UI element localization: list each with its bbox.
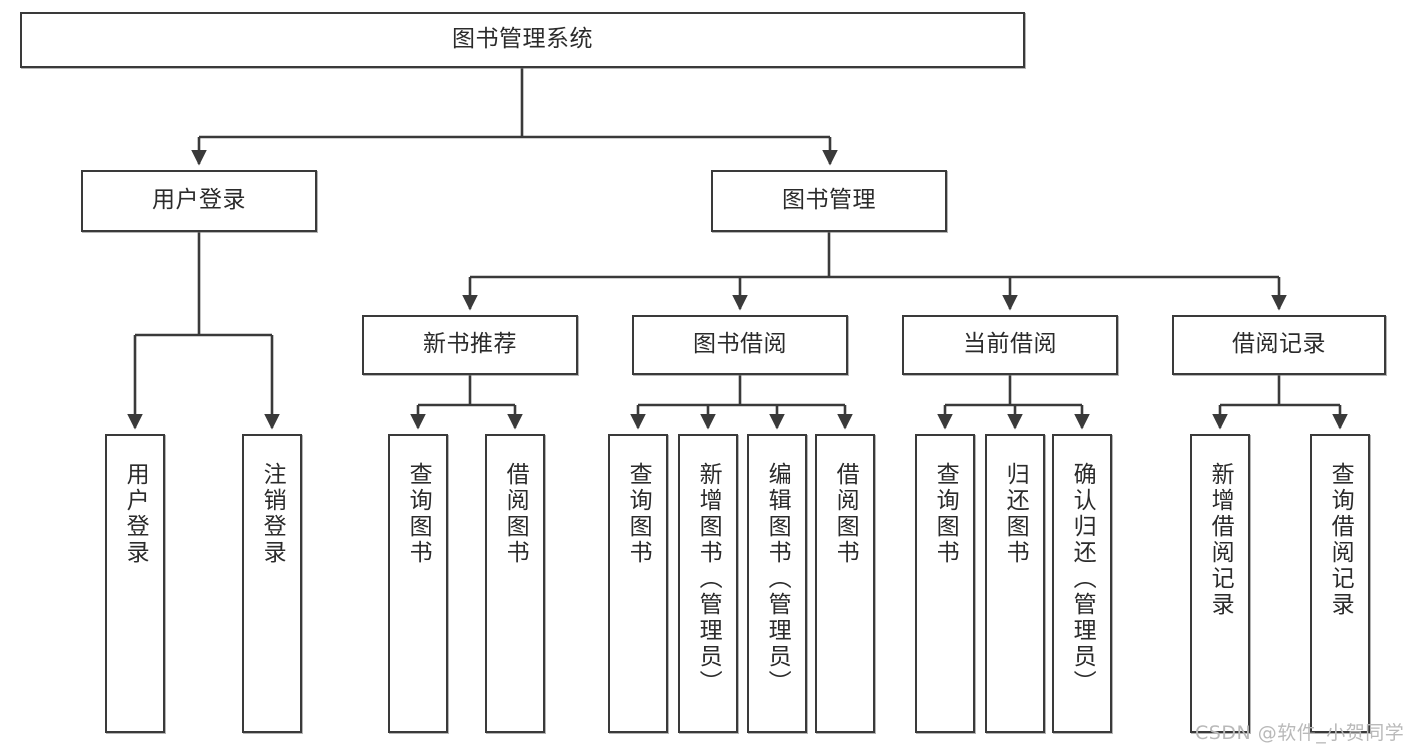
- node-label: 归还图书: [1002, 462, 1029, 566]
- node-leaf-query-record[interactable]: 查询借阅记录: [1310, 434, 1370, 733]
- node-leaf-user-logout[interactable]: 注销登录: [242, 434, 302, 733]
- node-label: 查询图书: [405, 462, 432, 566]
- node-label: 新增借阅记录: [1207, 462, 1234, 618]
- node-leaf-query-book-current[interactable]: 查询图书: [915, 434, 975, 733]
- node-leaf-query-book-rec[interactable]: 查询图书: [388, 434, 448, 733]
- node-label: 确认归还（管理员）: [1069, 462, 1096, 696]
- node-label: 图书借阅: [693, 331, 787, 358]
- node-label: 编辑图书（管理员）: [764, 462, 791, 696]
- node-label: 借阅记录: [1232, 331, 1326, 358]
- node-leaf-borrow-book[interactable]: 借阅图书: [815, 434, 875, 733]
- node-label: 图书管理系统: [452, 26, 593, 53]
- node-borrow-record[interactable]: 借阅记录: [1172, 315, 1386, 375]
- node-user-login[interactable]: 用户登录: [81, 170, 317, 232]
- node-label: 借阅图书: [502, 462, 529, 566]
- node-label: 用户登录: [152, 187, 246, 214]
- node-leaf-confirm-return[interactable]: 确认归还（管理员）: [1052, 434, 1112, 733]
- node-leaf-add-book[interactable]: 新增图书（管理员）: [678, 434, 738, 733]
- node-leaf-query-book-borrow[interactable]: 查询图书: [608, 434, 668, 733]
- node-leaf-edit-book[interactable]: 编辑图书（管理员）: [747, 434, 807, 733]
- watermark-text: CSDN @软件_小贺同学: [1195, 722, 1405, 744]
- node-label: 新书推荐: [423, 331, 517, 358]
- node-leaf-return-book[interactable]: 归还图书: [985, 434, 1045, 733]
- node-label: 查询图书: [932, 462, 959, 566]
- node-label: 图书管理: [782, 187, 876, 214]
- node-label: 查询借阅记录: [1327, 462, 1354, 618]
- node-label: 查询图书: [625, 462, 652, 566]
- node-label: 用户登录: [122, 462, 149, 566]
- node-label: 注销登录: [259, 462, 286, 566]
- node-book-management[interactable]: 图书管理: [711, 170, 947, 232]
- node-new-book-recommend[interactable]: 新书推荐: [362, 315, 578, 375]
- node-label: 当前借阅: [963, 331, 1057, 358]
- node-book-borrow[interactable]: 图书借阅: [632, 315, 848, 375]
- node-root-system[interactable]: 图书管理系统: [20, 12, 1025, 68]
- node-current-borrow[interactable]: 当前借阅: [902, 315, 1118, 375]
- node-label: 新增图书（管理员）: [695, 462, 722, 696]
- node-leaf-add-record[interactable]: 新增借阅记录: [1190, 434, 1250, 733]
- node-leaf-user-login[interactable]: 用户登录: [105, 434, 165, 733]
- node-label: 借阅图书: [832, 462, 859, 566]
- node-leaf-borrow-book-rec[interactable]: 借阅图书: [485, 434, 545, 733]
